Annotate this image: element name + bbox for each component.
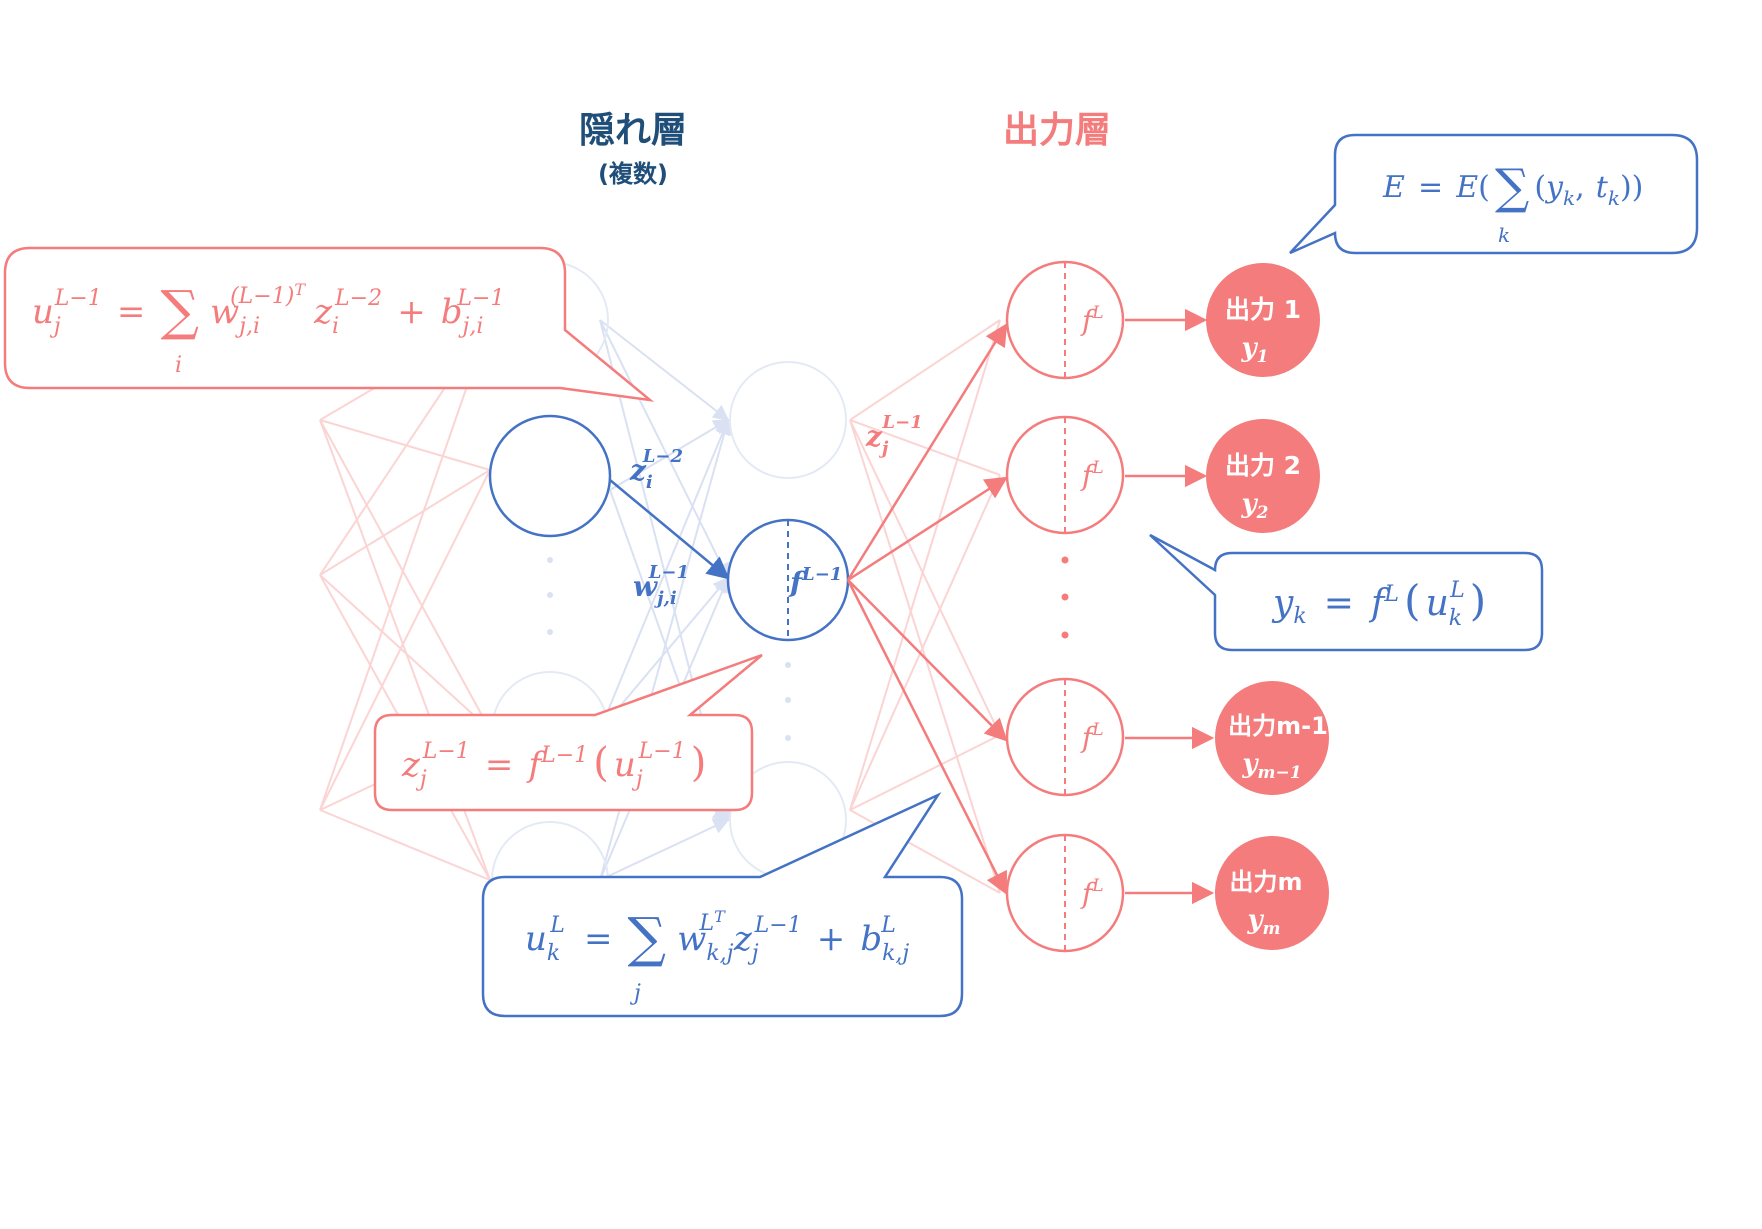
svg-text:出力 1: 出力 1 [1225, 295, 1301, 324]
output-connections [846, 323, 1008, 896]
svg-text:ym−1: ym−1 [1241, 749, 1301, 783]
hidden-layer-ellipsis [547, 557, 791, 741]
svg-text:ym: ym [1246, 905, 1280, 939]
output-result-1: 出力 1 y1 [1206, 263, 1320, 377]
output-node-m-1: fL [1005, 677, 1125, 797]
output-result-2: 出力 2 y2 [1206, 419, 1320, 533]
svg-text:zjL−1 = fL−1: zjL−1 = fL−1 ( ujL−1 ) [401, 739, 706, 792]
svg-text:ukL = ∑ wk,j: ukL = ∑ wk,jLT zjL−1 + bk,jL [525, 906, 909, 969]
hidden-layer-subtitle: (複数) [598, 160, 668, 188]
faint-red-connections [319, 319, 1001, 894]
svg-text:yk = fL (: yk = fL ( ukL ) [1271, 576, 1486, 631]
output-node-2: fL [1005, 415, 1125, 535]
result-arrows [1125, 308, 1215, 905]
callout-y-out: yk = fL ( ukL ) [1149, 533, 1544, 652]
z-prev-label: ziL−2 [629, 446, 683, 493]
svg-text:y1: y1 [1241, 333, 1269, 367]
w-prev-label: wj,iL−1 [633, 562, 689, 609]
callout-u-hidden: ujL−1 = ∑ wj,i(L−1)T ziL−2 + bj,iL−1 i [3, 246, 655, 402]
svg-text:E = E( ∑: E = E( ∑ (yk, tk)) [1382, 159, 1643, 215]
output-node-m: fL [1005, 833, 1125, 953]
z-hidden-label: zjL−1 [865, 412, 923, 459]
svg-text:i: i [175, 353, 182, 378]
svg-text:出力m-1: 出力m-1 [1228, 712, 1328, 740]
faint-hidden-node [729, 361, 847, 479]
svg-text:k: k [1498, 223, 1510, 247]
weight-arrow [609, 479, 730, 580]
svg-text:出力 2: 出力 2 [1225, 451, 1301, 480]
hidden-layer-title: 隠れ層 [579, 110, 687, 151]
callout-u-out: ukL = ∑ wk,jLT zjL−1 + bk,jL j [481, 792, 964, 1018]
output-result-m: 出力m ym [1215, 836, 1329, 950]
hidden-node-i [488, 414, 612, 538]
output-node-1: fL [1005, 260, 1125, 380]
svg-text:y2: y2 [1241, 489, 1269, 523]
callout-z-hidden: zjL−1 = fL−1 ( ujL−1 ) [373, 653, 763, 812]
output-result-m-1: 出力m-1 ym−1 [1215, 681, 1329, 795]
callout-error: E = E( ∑ (yk, tk)) k [1289, 133, 1699, 255]
svg-text:ujL−1 = ∑ wj: ujL−1 = ∑ wj,i(L−1)T ziL−2 + bj,iL−1 [32, 279, 504, 342]
output-layer-title: 出力層 [1003, 110, 1111, 151]
output-layer-ellipsis [1061, 556, 1069, 639]
svg-text:出力m: 出力m [1229, 868, 1302, 896]
